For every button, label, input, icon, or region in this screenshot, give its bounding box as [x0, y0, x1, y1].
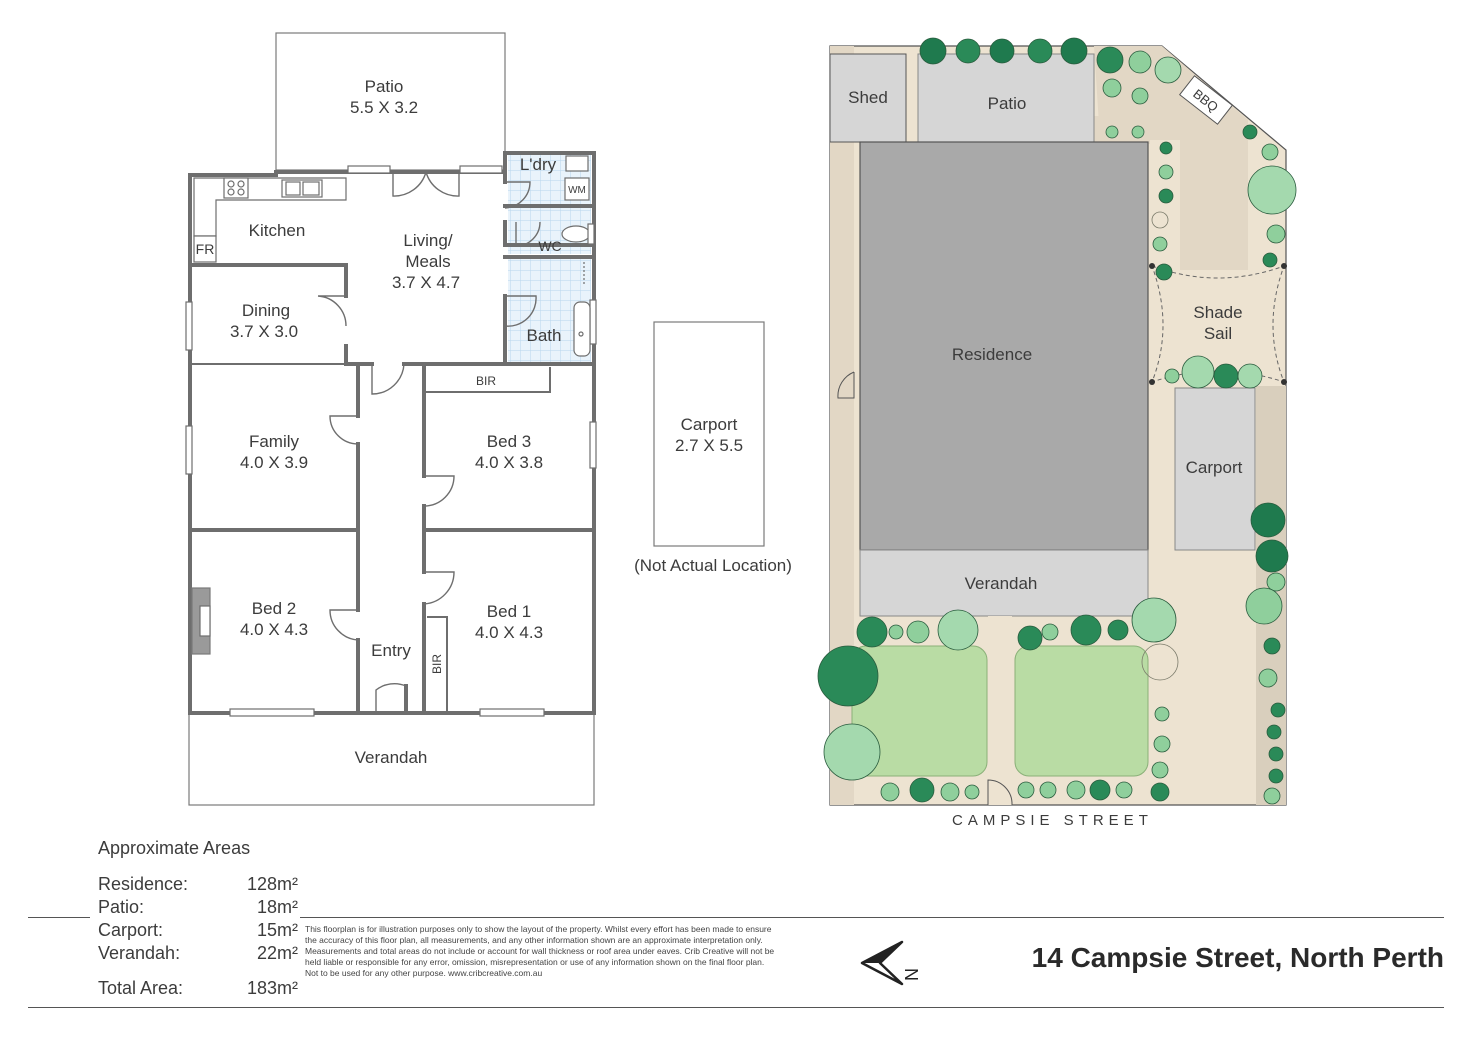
bir-top-label: BIR [476, 374, 496, 388]
verandah-label: Verandah [355, 748, 428, 767]
fridge-label: FR [196, 241, 215, 257]
bed2-label: Bed 2 [252, 599, 296, 618]
patio-label: Patio [365, 77, 404, 96]
kitchen-label: Kitchen [249, 221, 306, 240]
divider-right-upper [300, 917, 1444, 918]
property-address: 14 Campsie Street, North Perth [1031, 942, 1444, 973]
lawn-right [1014, 645, 1149, 777]
area-row: Verandah:22m² [98, 943, 298, 963]
bed2-dims: 4.0 X 4.3 [240, 620, 308, 639]
washer-label: WM [568, 185, 586, 196]
area-total: Total Area:183m² [98, 978, 298, 998]
site-shade-label-1: Shade [1193, 303, 1242, 322]
carport-note: (Not Actual Location) [634, 556, 792, 575]
living-label-1: Living/ [403, 231, 452, 250]
area-row: Patio:18m² [98, 897, 298, 917]
wc-label: WC [538, 238, 561, 254]
verandah-area [188, 713, 595, 806]
disclaimer: This floorplan is for illustration purpo… [305, 924, 775, 978]
site-plan [817, 37, 1297, 806]
floor-plan [185, 32, 597, 806]
carport-dims: 2.7 X 5.5 [675, 436, 743, 455]
carport-block [1174, 387, 1256, 551]
verandah-block [859, 549, 1149, 617]
bir-bed1-label: BIR [430, 654, 444, 674]
bed1-dims: 4.0 X 4.3 [475, 623, 543, 642]
carport-box [653, 321, 765, 547]
living-dims: 3.7 X 4.7 [392, 273, 460, 292]
site-carport-label: Carport [1186, 458, 1243, 477]
bed3-label: Bed 3 [487, 432, 531, 451]
areas-heading: Approximate Areas [98, 838, 251, 858]
site-patio-label: Patio [988, 94, 1027, 113]
area-row: Residence:128m² [98, 874, 298, 894]
area-row: Carport:15m² [98, 920, 298, 940]
divider-bottom [28, 1007, 1444, 1008]
lawn-left [851, 645, 988, 777]
site-verandah-label: Verandah [965, 574, 1038, 593]
site-shed-label: Shed [848, 88, 888, 107]
street-name: CAMPSIE STREET [952, 812, 1153, 829]
living-label-2: Meals [405, 252, 450, 271]
patio-area [275, 32, 506, 171]
site-residence-label: Residence [952, 345, 1032, 364]
approximate-areas: Approximate Areas Residence:128m² Patio:… [98, 838, 298, 1000]
dining-label: Dining [242, 301, 290, 320]
bed3-dims: 4.0 X 3.8 [475, 453, 543, 472]
north-arrow-icon: N [860, 940, 920, 986]
carport-label: Carport [681, 415, 738, 434]
bed1-label: Bed 1 [487, 602, 531, 621]
north-label: N [901, 968, 920, 981]
entry-label: Entry [371, 641, 411, 660]
laundry-label: L'dry [520, 155, 557, 174]
site-shade-label-2: Sail [1204, 324, 1232, 343]
family-label: Family [249, 432, 300, 451]
divider-left-upper [28, 917, 90, 918]
dining-dims: 3.7 X 3.0 [230, 322, 298, 341]
patio-dims: 5.5 X 3.2 [350, 98, 418, 117]
residence-block [859, 141, 1149, 551]
bath-label: Bath [527, 326, 562, 345]
family-dims: 4.0 X 3.9 [240, 453, 308, 472]
